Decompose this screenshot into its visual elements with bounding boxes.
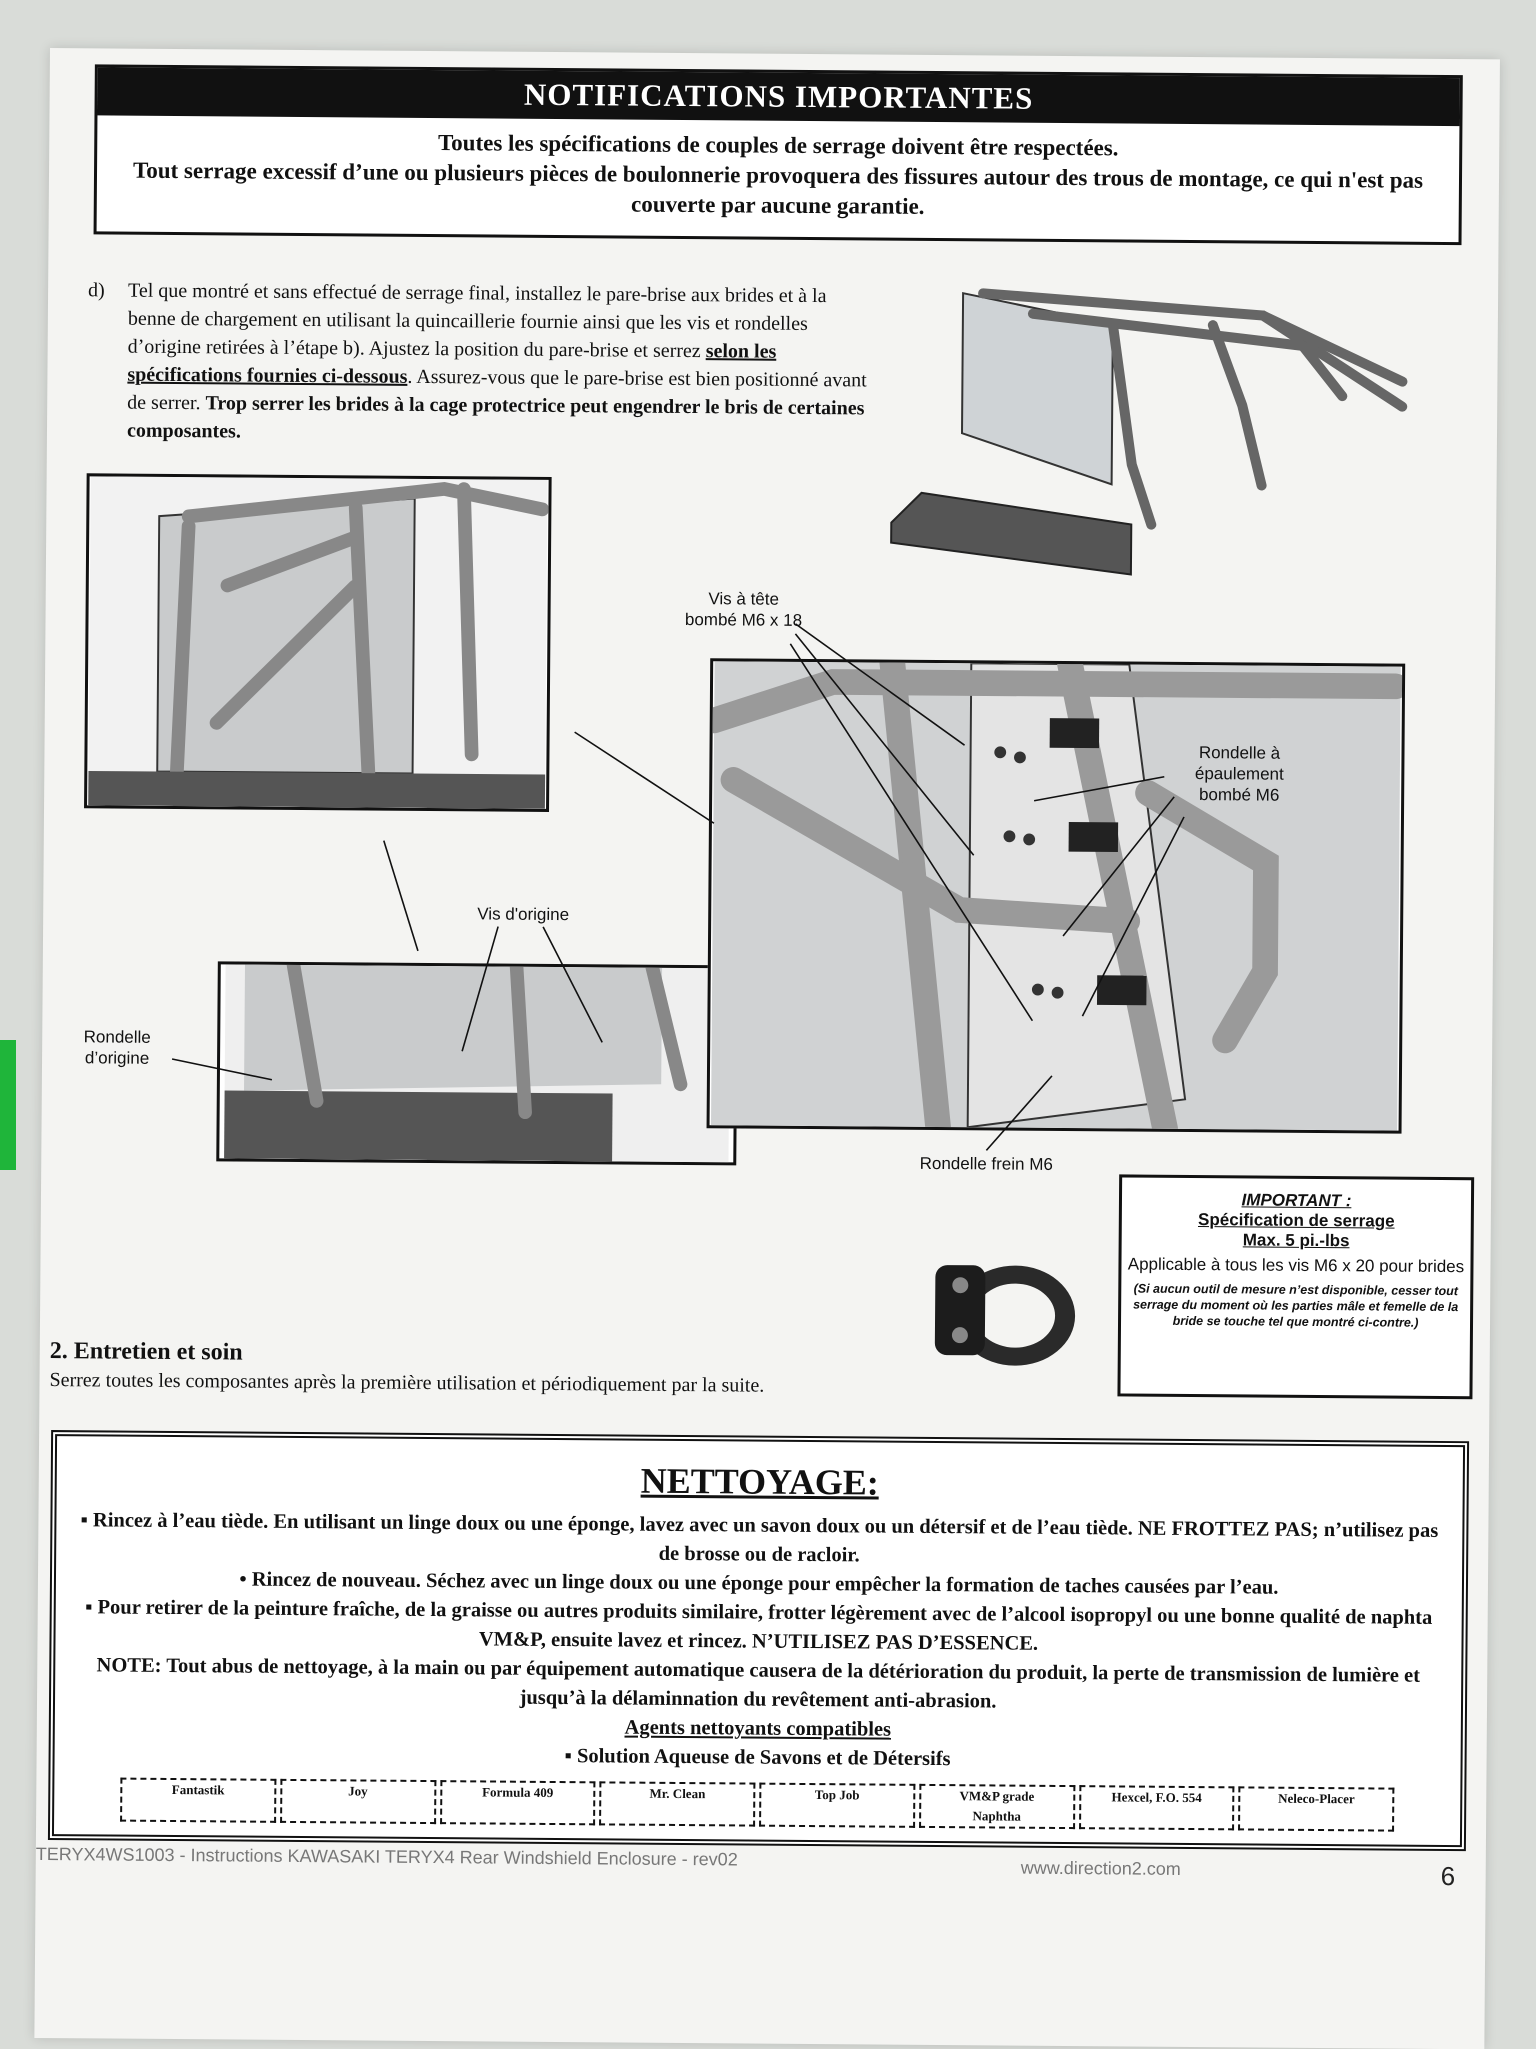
important-notice-box: NOTIFICATIONS IMPORTANTES Toutes les spé… [93, 64, 1463, 246]
cleaning-p4: NOTE: Tout abus de nettoyage, à la main … [96, 1654, 1421, 1713]
brand-item: Mr. Clean [599, 1781, 756, 1827]
brand-item: VM&P grade Naphtha [918, 1783, 1075, 1830]
green-tape [0, 1040, 16, 1170]
step-d: d) Tel que montré et sans effectué de se… [87, 276, 878, 450]
brand-item: Top Job [759, 1782, 916, 1828]
brand-item: Formula 409 [439, 1780, 596, 1826]
callout-vis-tete-bombe: Vis à tête bombé M6 x 18 [684, 589, 803, 630]
clamp-image [925, 1245, 1086, 1386]
windshield-overview-illustration [881, 283, 1453, 587]
brand-item: Fantastik [120, 1777, 277, 1823]
cleaning-p3: ▪ Pour retirer de la peinture fraîche, d… [85, 1596, 1433, 1655]
cleaning-p1: ▪ Rincez à l’eau tiède. En utilisant un … [80, 1509, 1439, 1567]
callout-rondelle-epaulement: Rondelle à épaulement bombé M6 [1194, 743, 1284, 805]
callout-rondelle-origine: Rondelle d’origine [83, 1027, 151, 1068]
section-maintenance: 2. Entretien et soin Serrez toutes les c… [49, 1338, 1149, 1401]
figure-windshield-bottom [216, 961, 738, 1166]
cleaning-box: NETTOYAGE: ▪ Rincez à l’eau tiède. En ut… [47, 1430, 1470, 1852]
step-d-text: Tel que montré et sans effectué de serra… [127, 277, 878, 451]
step-letter: d) [88, 279, 105, 302]
brand-item: Neleco-Placer [1238, 1786, 1395, 1832]
torque-applicable: Applicable à tous les vis M6 x 20 pour b… [1127, 1254, 1465, 1277]
figure-clamp-detail [706, 658, 1406, 1134]
torque-note: (Si aucun outil de mesure n’est disponib… [1133, 1281, 1459, 1330]
figure-windshield-front [84, 473, 552, 812]
notice-body: Toutes les spécifications de couples de … [97, 115, 1460, 226]
notice-line-2: Tout serrage excessif d’une ou plusieurs… [132, 157, 1424, 219]
important-torque-box: IMPORTANT : Spécification de serrage Max… [1117, 1174, 1475, 1400]
page-number: 6 [1440, 1860, 1456, 1892]
footer-doc-title: TERYX4WS1003 - Instructions KAWASAKI TER… [35, 1843, 738, 1870]
callout-vis-origine: Vis d'origine [477, 904, 570, 925]
section-text: Serrez toutes les composantes après la p… [49, 1369, 765, 1397]
instruction-page: NOTIFICATIONS IMPORTANTES Toutes les spé… [34, 48, 1500, 2049]
step-text-bold: Trop serrer les brides à la cage protect… [126, 392, 865, 443]
brand-item: Joy [279, 1778, 436, 1825]
callout-rondelle-frein: Rondelle frein M6 [919, 1153, 1053, 1174]
important-header: IMPORTANT : [1241, 1190, 1352, 1211]
torque-max: Max. 5 pi.-lbs [1242, 1230, 1350, 1251]
torque-spec-label: Spécification de serrage [1197, 1210, 1395, 1231]
cleaning-title: NETTOYAGE: [640, 1460, 879, 1503]
footer-website: www.direction2.com [1020, 1857, 1181, 1879]
brand-item: Hexcel, F.O. 554 [1078, 1785, 1235, 1831]
brand-list: Fantastik Joy Formula 409 Mr. Clean Top … [118, 1777, 1396, 1832]
